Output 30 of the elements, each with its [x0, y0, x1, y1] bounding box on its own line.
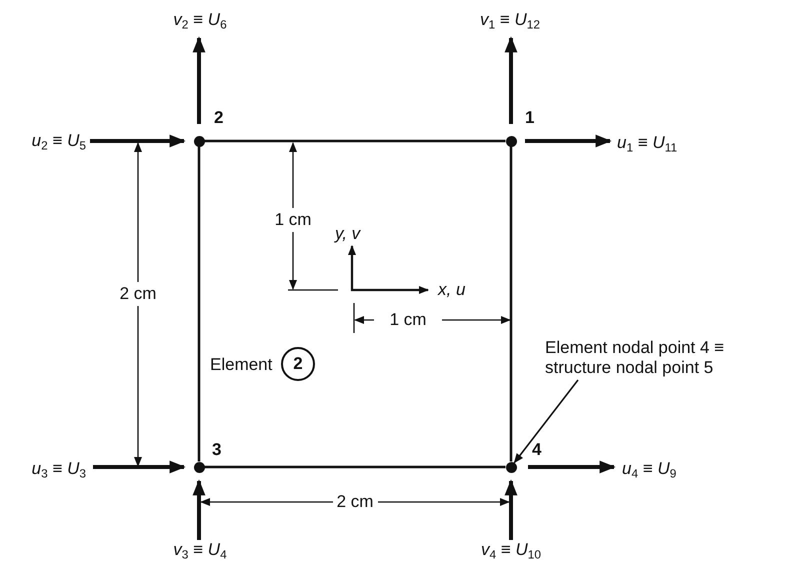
- leader-arrow: [514, 380, 579, 464]
- dimension-label: 2 cm: [120, 284, 156, 304]
- displacement-label: u$_{2}$ ≡ U$_{5}$: [32, 131, 86, 151]
- displacement-label: v$_{4}$ ≡ U$_{10}$: [480, 540, 541, 560]
- displacement-label: v$_{2}$ ≡ U$_{6}$: [173, 10, 227, 30]
- node-number: 4: [532, 440, 542, 460]
- dimension-label: 2 cm: [336, 492, 374, 512]
- element-label: Element: [210, 355, 272, 375]
- element-number-circle: 2: [281, 347, 315, 381]
- displacement-label: v$_{1}$ ≡ U$_{12}$: [480, 10, 540, 30]
- node-number: 1: [525, 108, 534, 128]
- displacement-label: v$_{3}$ ≡ U$_{4}$: [173, 540, 227, 560]
- nodal-point-dot: [194, 136, 204, 146]
- axis-label: y, v: [335, 224, 360, 244]
- annotation-text: Element nodal point 4 ≡ structure nodal point 5: [545, 338, 785, 380]
- nodal-point-dot: [506, 462, 516, 472]
- axis-label: x, u: [438, 280, 466, 300]
- node-number: 2: [214, 108, 224, 128]
- element-side: [198, 146, 200, 462]
- node-number: 3: [212, 440, 222, 460]
- nodal-point-dot: [506, 136, 516, 146]
- element-side: [510, 146, 512, 462]
- dimension-label: 1 cm: [274, 210, 312, 230]
- displacement-label: u$_{4}$ ≡ U$_{9}$: [622, 459, 676, 479]
- element-side: [204, 466, 506, 468]
- element-side: [204, 140, 506, 142]
- nodal-point-dot: [194, 462, 204, 472]
- displacement-label: u$_{3}$ ≡ U$_{3}$: [32, 459, 86, 479]
- dimension-label: 1 cm: [390, 310, 426, 330]
- displacement-label: u$_{1}$ ≡ U$_{11}$: [617, 133, 678, 153]
